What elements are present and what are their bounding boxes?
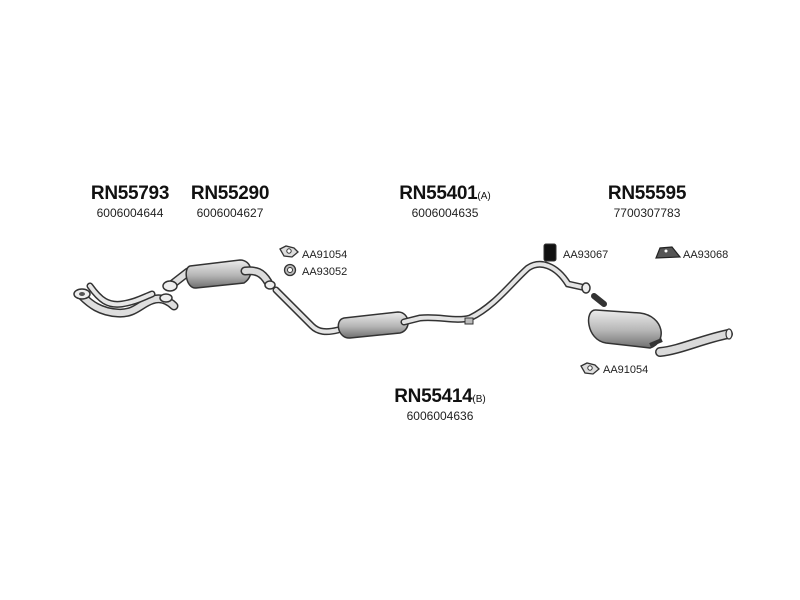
part-number: 6006004635: [411, 206, 479, 220]
accessory-label: AA93067: [563, 249, 609, 261]
part-number: 6006004636: [406, 409, 474, 423]
accessory-label: AA93052: [302, 266, 348, 278]
part-code: RN55414: [394, 386, 473, 407]
part-label-rn55290: RN55290 6006004627: [175, 183, 285, 220]
accessory-label: AA91054: [603, 364, 649, 376]
accessory-label: AA93068: [683, 249, 729, 261]
part-suffix: (A): [477, 191, 491, 202]
part-suffix: (B): [472, 394, 486, 405]
part-number: 7700307783: [613, 206, 681, 220]
part-label-rn55401: RN55401(A) 6006004635: [375, 183, 515, 220]
front-pipe: [73, 282, 179, 318]
gasket-icon: [279, 245, 299, 258]
part-label-rn55793: RN55793 6006004644: [75, 183, 185, 220]
part-number: 6006004627: [196, 206, 264, 220]
gasket-icon: [580, 362, 600, 375]
bracket-icon: [655, 246, 682, 259]
front-silencer: [162, 259, 276, 292]
part-label-rn55595: RN55595 7700307783: [592, 183, 702, 220]
rubber-hanger-icon: [543, 243, 557, 262]
part-code: RN55595: [607, 183, 687, 204]
part-label-rn55414: RN55414(B) 6006004636: [370, 386, 510, 423]
part-code: RN55401: [399, 183, 478, 204]
center-silencer-pipe: [272, 260, 591, 339]
rear-silencer: [587, 293, 733, 357]
accessory-label: AA91054: [302, 249, 348, 261]
part-number: 6006004644: [96, 206, 164, 220]
part-code: RN55290: [190, 183, 270, 204]
part-code: RN55793: [90, 183, 170, 204]
ring-icon: [283, 263, 297, 277]
